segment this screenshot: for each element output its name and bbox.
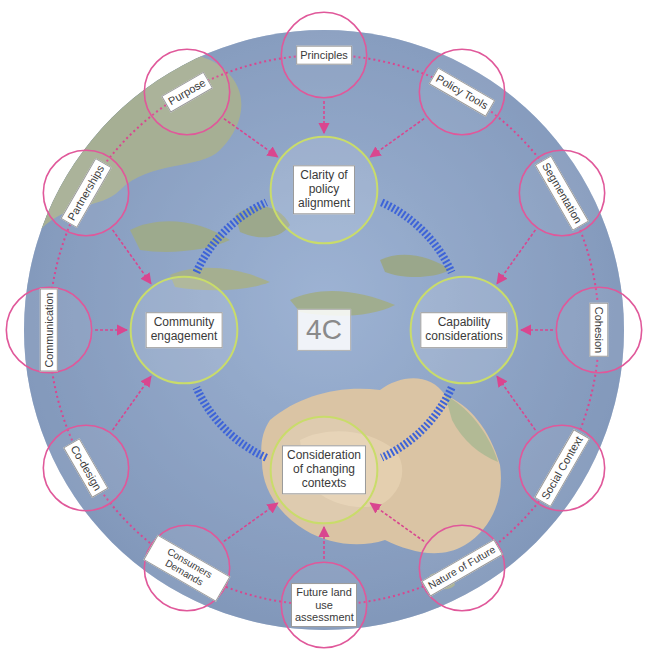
arrow-connector: [323, 527, 325, 559]
ring-connector: [382, 202, 452, 272]
node-label: Communication: [40, 288, 58, 371]
node-label: Capability considerations: [420, 312, 507, 348]
outer-circle: Purpose: [143, 48, 231, 136]
ring-connector: [382, 388, 452, 458]
node-label: Cohesion: [590, 303, 609, 357]
arrow-connector: [323, 101, 325, 133]
core-label: 4C: [297, 309, 351, 351]
node-label: Community engagement: [146, 312, 223, 348]
outer-ring: [49, 55, 599, 605]
arrow-connector: [224, 503, 278, 541]
node-label: Principles: [296, 46, 352, 65]
arrow-connector: [113, 230, 151, 284]
ring-connector: [196, 388, 266, 458]
ring-connector: [196, 202, 266, 272]
inner-circle: Consideration of changing contexts: [269, 415, 379, 525]
node-label: Consideration of changing contexts: [282, 445, 366, 494]
outer-circle: Cohesion: [555, 286, 643, 374]
outer-circle: Consumers Demands: [143, 524, 231, 612]
arrow-connector: [370, 503, 424, 541]
inner-circle: Capability considerations: [409, 275, 519, 385]
outer-circle: Social Context: [518, 424, 606, 512]
arrow-connector: [497, 230, 535, 284]
arrow-connector: [370, 119, 424, 157]
arrow-connector: [95, 329, 127, 331]
arrow-connector: [497, 376, 535, 430]
arrow-connector: [224, 119, 278, 157]
node-label: Future land use assessment: [291, 583, 357, 627]
outer-circle: Partnerships: [42, 149, 130, 237]
outer-circle: Segmentation: [518, 149, 606, 237]
inner-circle: Community engagement: [129, 275, 239, 385]
outer-circle: Nature of Future: [418, 524, 506, 612]
outer-circle: Policy Tools: [418, 48, 506, 136]
outer-circle: Communication: [5, 286, 93, 374]
arrow-connector: [521, 329, 553, 331]
node-label: Clarity of policy alignment: [293, 165, 355, 214]
inner-circle: Clarity of policy alignment: [269, 135, 379, 245]
outer-circle: Future land use assessment: [280, 561, 368, 649]
outer-circle: Principles: [280, 11, 368, 99]
outer-circle: Co-design: [42, 424, 130, 512]
arrow-connector: [113, 376, 151, 430]
